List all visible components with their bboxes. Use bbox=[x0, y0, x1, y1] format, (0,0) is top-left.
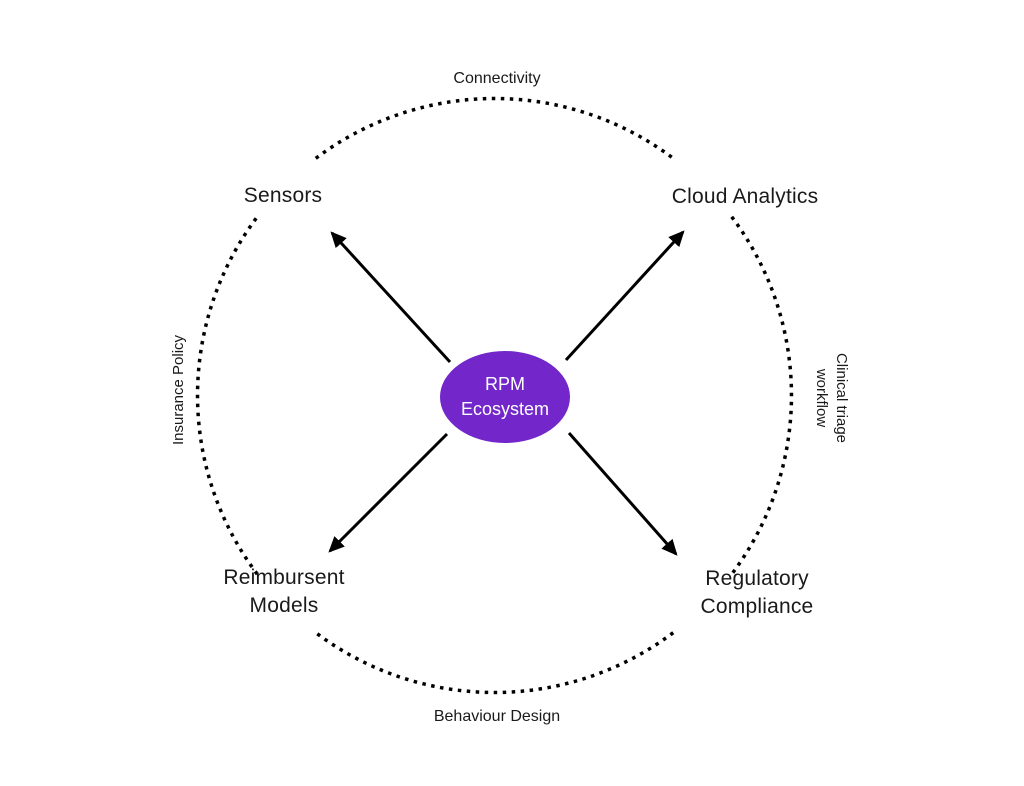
node-label-reimbursement-line1: Reimbursent bbox=[223, 566, 345, 589]
node-label-reimbursement-line2: Models bbox=[249, 594, 319, 617]
ring-label-insurance-policy: Insurance Policy bbox=[170, 334, 187, 446]
ring-label-connectivity: Connectivity bbox=[453, 70, 541, 87]
node-label-regulatory-line2: Compliance bbox=[700, 595, 814, 618]
ring-label-clinical-line1: Clinical triage bbox=[833, 352, 850, 444]
center-node-line1: RPM bbox=[485, 374, 525, 394]
arrows bbox=[328, 230, 685, 556]
ring-label-behaviour-design: Behaviour Design bbox=[433, 708, 561, 725]
arrow-to-regulatory-compliance bbox=[567, 432, 678, 556]
arrow-to-cloud-analytics bbox=[564, 230, 685, 362]
center-node-line2: Ecosystem bbox=[460, 399, 550, 419]
node-label-reimbursement-models: Reimbursent Models bbox=[223, 564, 344, 620]
arrow-to-reimbursement-models bbox=[328, 432, 449, 553]
node-label-cloud-analytics: Cloud Analytics bbox=[671, 185, 819, 208]
center-node-label: RPM Ecosystem bbox=[461, 372, 549, 422]
dotted-ring bbox=[195, 96, 794, 695]
ring-label-clinical-triage-workflow: Clinical triage workflow bbox=[811, 353, 851, 443]
ring-arc-left bbox=[195, 215, 259, 576]
node-label-regulatory-line1: Regulatory bbox=[705, 567, 809, 590]
ring-arc-bottom bbox=[314, 631, 675, 695]
node-label-sensors: Sensors bbox=[243, 184, 323, 207]
node-label-regulatory-compliance: Regulatory Compliance bbox=[701, 565, 814, 621]
ring-arc-right bbox=[730, 215, 794, 576]
ring-label-clinical-line2: workflow bbox=[813, 368, 830, 428]
ring-arc-top bbox=[314, 96, 675, 160]
center-ellipse bbox=[440, 351, 570, 443]
arrow-to-sensors bbox=[330, 231, 452, 364]
